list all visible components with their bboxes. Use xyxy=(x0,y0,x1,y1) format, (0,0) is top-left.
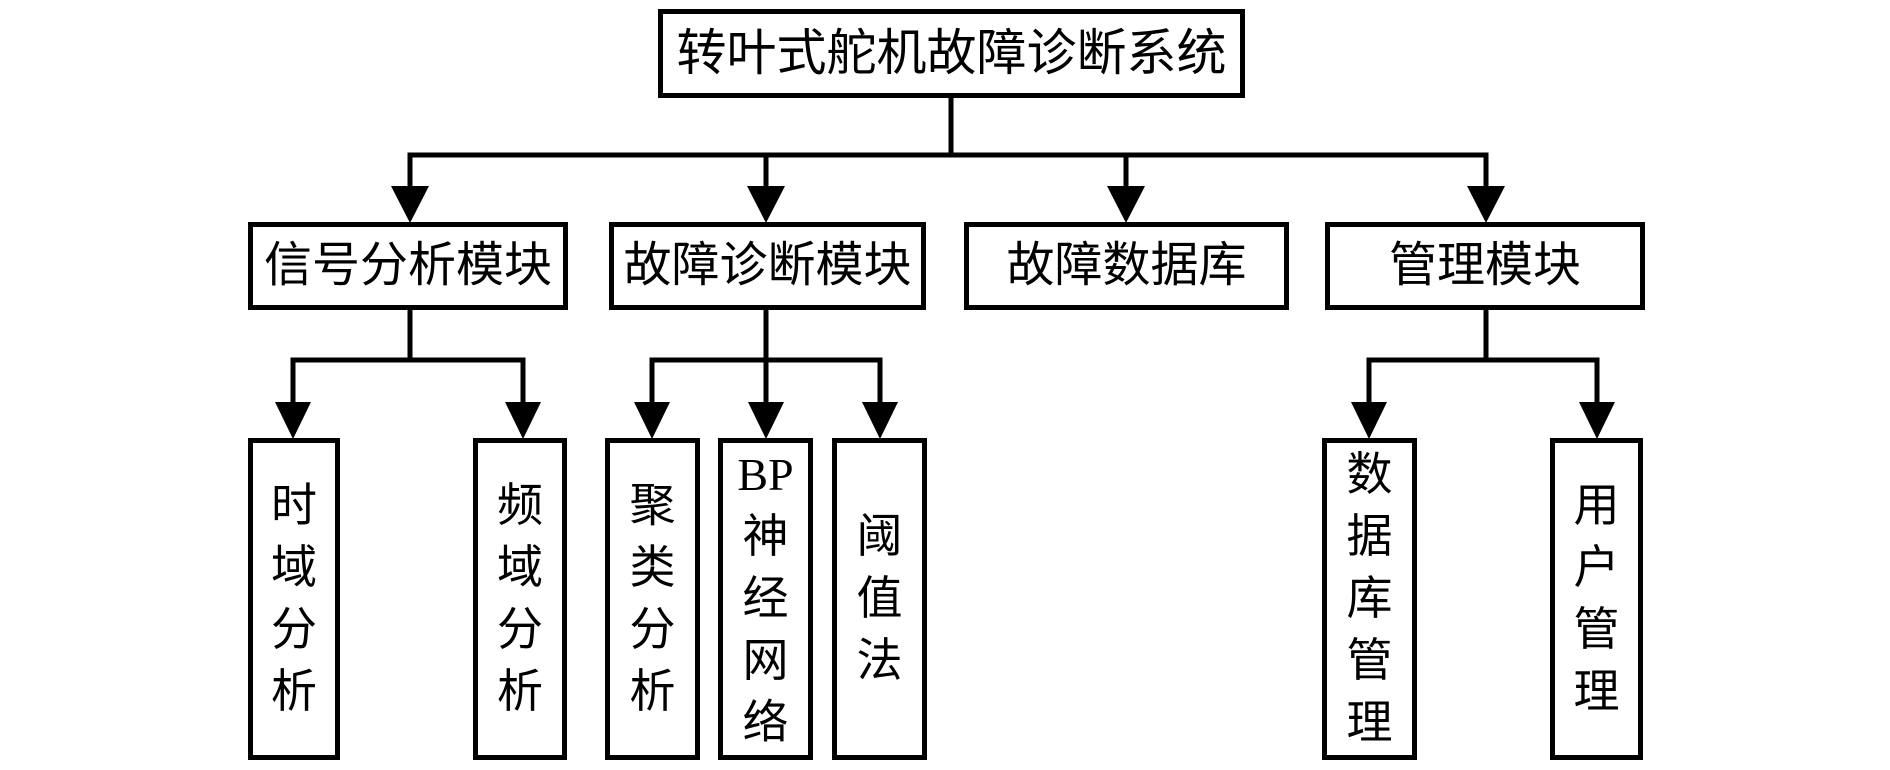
edge-line xyxy=(407,152,1489,192)
node-bp-neural-network-label: BP 神 经 网 络 xyxy=(737,449,794,748)
node-fault-diagnosis-module: 故障诊断模块 xyxy=(609,222,926,310)
arrowhead xyxy=(1107,186,1145,223)
node-management-module: 管理模块 xyxy=(1325,222,1645,310)
arrowhead xyxy=(1467,186,1505,223)
node-time-domain-analysis: 时 域 分 析 xyxy=(248,438,340,760)
node-root: 转叶式舵机故障诊断系统 xyxy=(658,9,1245,98)
arrowheads xyxy=(275,186,1615,439)
arrowhead xyxy=(748,402,784,439)
node-fault-diagnosis-label: 故障诊断模块 xyxy=(623,238,912,292)
arrowhead xyxy=(391,186,429,223)
arrowhead xyxy=(1579,402,1615,439)
arrowhead xyxy=(747,186,785,223)
arrowhead xyxy=(1351,402,1387,439)
node-cluster-analysis-label: 聚 类 分 析 xyxy=(629,480,676,717)
node-user-management: 用 户 管 理 xyxy=(1550,438,1643,760)
arrowhead xyxy=(275,402,311,439)
connector-lines xyxy=(290,98,1600,405)
node-bp-neural-network: BP 神 经 网 络 xyxy=(718,438,813,760)
node-user-management-label: 用 户 管 理 xyxy=(1573,480,1620,717)
node-time-domain-label: 时 域 分 析 xyxy=(271,480,317,717)
node-root-label: 转叶式舵机故障诊断系统 xyxy=(676,25,1227,81)
arrowhead xyxy=(505,402,541,439)
node-database-management-label: 数 据 库 管 理 xyxy=(1346,449,1393,748)
arrowhead xyxy=(862,402,898,439)
node-fault-database: 故障数据库 xyxy=(964,222,1289,310)
node-cluster-analysis: 聚 类 分 析 xyxy=(605,438,700,760)
edge-line xyxy=(290,357,526,405)
node-signal-analysis-label: 信号分析模块 xyxy=(263,238,552,292)
node-threshold-method: 阈 值 法 xyxy=(832,438,927,760)
node-threshold-method-label: 阈 值 法 xyxy=(856,511,903,686)
node-signal-analysis-module: 信号分析模块 xyxy=(248,222,568,310)
node-frequency-domain-label: 频 域 分 析 xyxy=(497,480,543,717)
node-frequency-domain-analysis: 频 域 分 析 xyxy=(473,438,567,760)
node-fault-database-label: 故障数据库 xyxy=(1006,238,1247,292)
arrowhead xyxy=(634,402,670,439)
node-management-label: 管理模块 xyxy=(1388,238,1581,292)
edge-line xyxy=(1366,357,1600,405)
node-database-management: 数 据 库 管 理 xyxy=(1322,438,1417,760)
